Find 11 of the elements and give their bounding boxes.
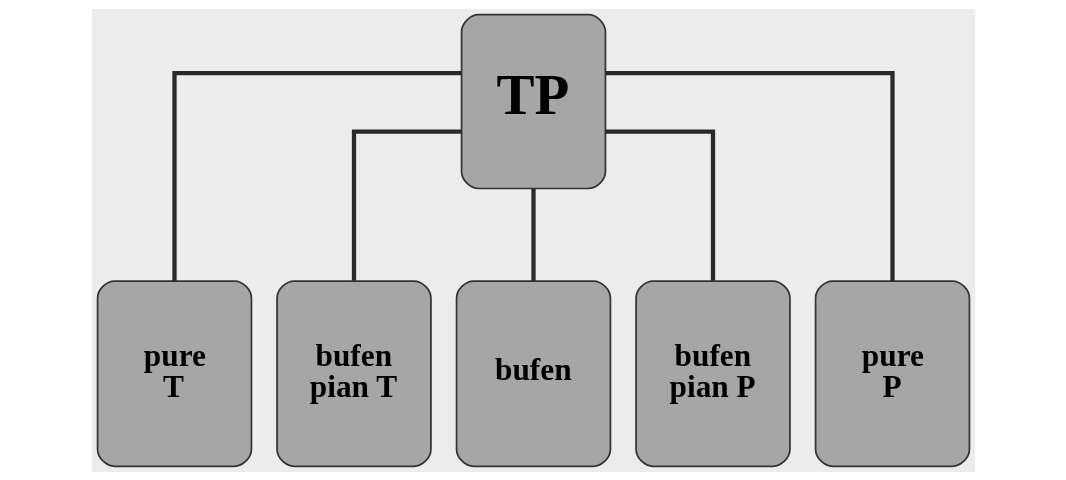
node-box: bufen pian T <box>275 279 432 467</box>
node-box: pure P <box>814 279 970 467</box>
node-box: pure T <box>96 279 252 467</box>
connector <box>530 188 536 281</box>
connector <box>605 70 895 281</box>
node-box: bufen <box>455 279 611 467</box>
node-box: bufen pian P <box>634 279 791 467</box>
connector <box>171 70 461 281</box>
connector <box>604 128 715 281</box>
connector <box>351 128 462 281</box>
node-box: TP <box>460 13 606 189</box>
